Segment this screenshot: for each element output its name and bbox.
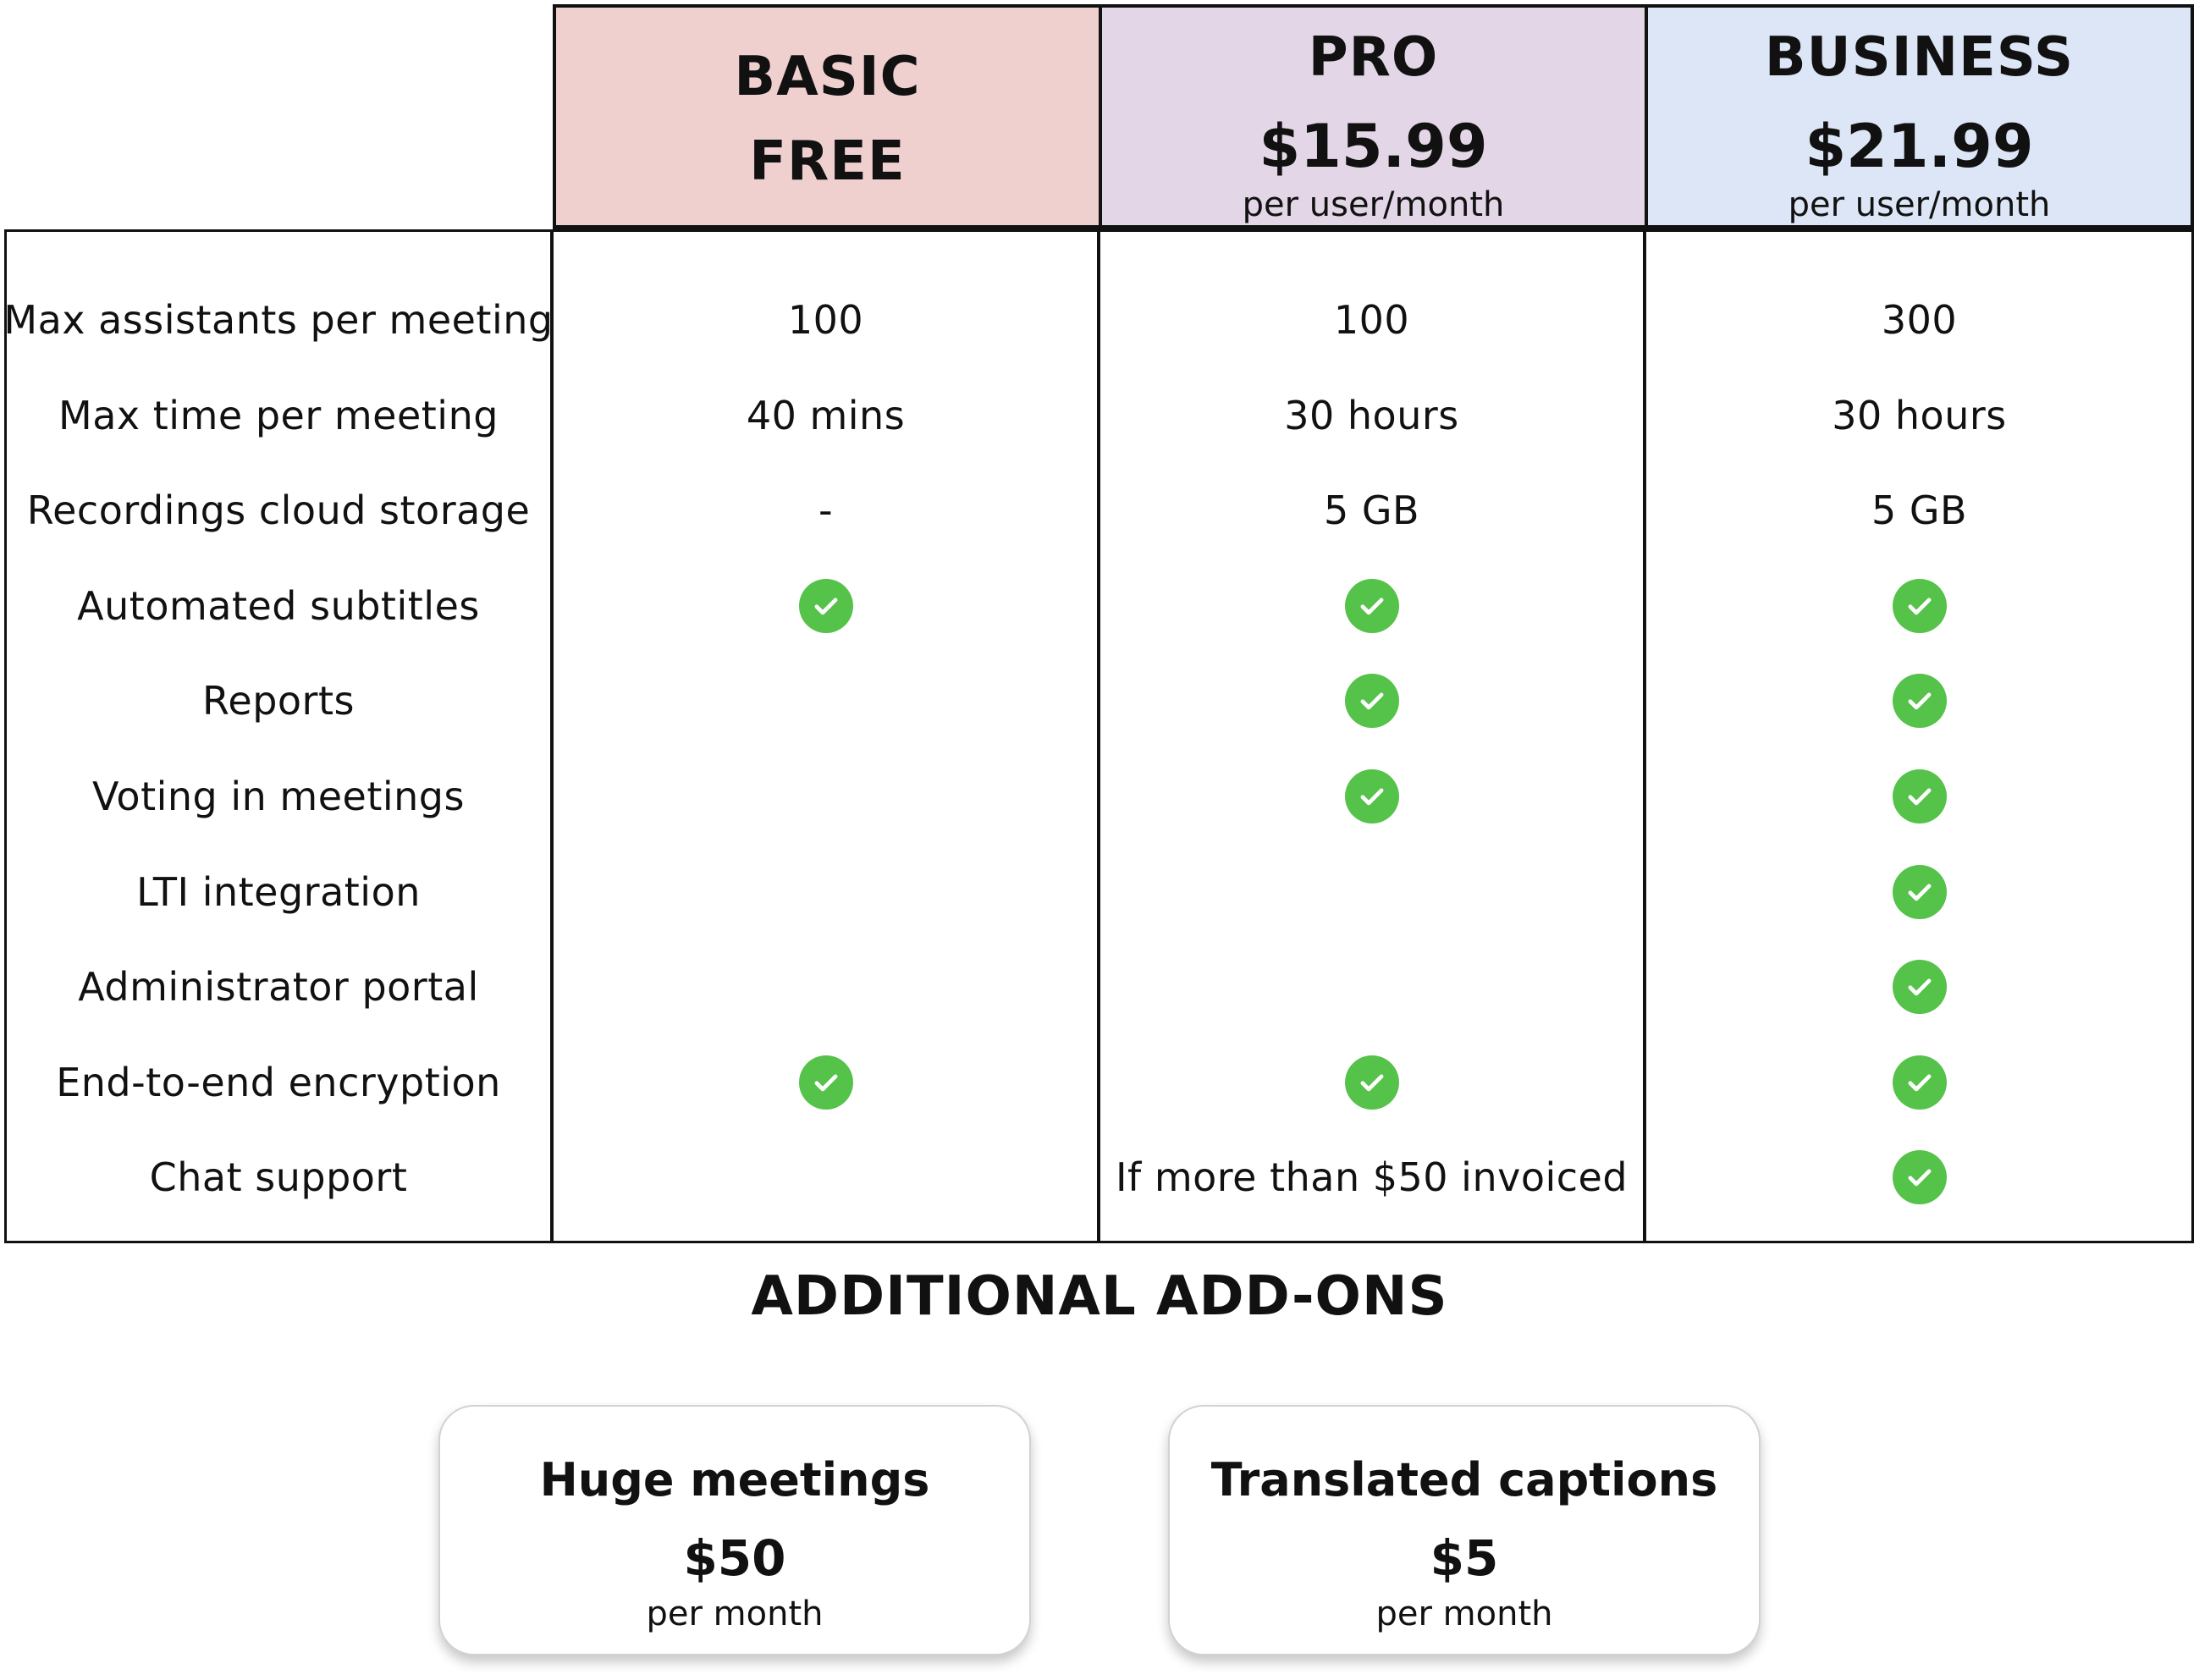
check-icon (1892, 674, 1947, 729)
cell-business: 5 GB (1645, 463, 2194, 558)
plan-price-pro: $15.99 (1259, 112, 1488, 181)
addon-price: $5 (1430, 1529, 1499, 1587)
check-icon (1344, 578, 1399, 633)
cell-pro (1099, 845, 1645, 939)
table-row: Administrator portal (4, 939, 2194, 1034)
cell-value: 5 GB (1323, 487, 1420, 534)
cell-business (1645, 749, 2194, 844)
table-row: Max time per meeting 40 mins 30 hours 30 ho… (4, 368, 2194, 463)
addon-name: Huge meetings (539, 1453, 930, 1506)
cell-pro (1099, 559, 1645, 653)
table-row: LTI integration (4, 845, 2194, 939)
check-icon (1892, 1055, 1947, 1110)
cell-value: 100 (787, 297, 864, 343)
feature-label: Automated subtitles (77, 582, 480, 629)
cell-basic (553, 653, 1099, 748)
cell-pro: 100 (1099, 273, 1645, 367)
check-icon (1892, 769, 1947, 823)
cell-basic: 100 (553, 273, 1099, 367)
plan-period-pro: per user/month (1242, 185, 1505, 224)
plan-name-basic: BASIC (734, 46, 921, 108)
cell-basic (553, 1130, 1099, 1225)
check-icon (798, 1055, 853, 1110)
cell-basic (553, 845, 1099, 939)
cell-basic: 40 mins (553, 368, 1099, 463)
cell-business (1645, 559, 2194, 653)
pricing-table: BASIC FREE PRO $15.99 per user/month BUS… (3, 4, 2194, 1243)
addons-title: ADDITIONAL ADD-ONS (751, 1265, 1448, 1328)
plan-price-business: $21.99 (1805, 112, 2034, 181)
cell-pro: 30 hours (1099, 368, 1645, 463)
check-icon (1344, 769, 1399, 823)
cell-business (1645, 1035, 2194, 1130)
table-row: Automated subtitles (4, 559, 2194, 653)
feature-label: Max time per meeting (58, 392, 499, 438)
cell-business (1645, 1130, 2194, 1225)
check-icon (1892, 960, 1947, 1015)
feature-label: Voting in meetings (92, 774, 465, 819)
cell-value: 300 (1881, 297, 1958, 343)
cell-basic (553, 1035, 1099, 1130)
cell-pro (1099, 939, 1645, 1034)
cell-value: 40 mins (746, 392, 906, 438)
plan-price-basic: FREE (749, 130, 906, 193)
cell-value: 30 hours (1832, 392, 2007, 438)
table-row: Reports (4, 653, 2194, 748)
addon-period: per month (1375, 1595, 1553, 1633)
cell-pro (1099, 1035, 1645, 1130)
table-row: End-to-end encryption (4, 1035, 2194, 1130)
cell-business: 30 hours (1645, 368, 2194, 463)
plan-header-business: BUSINESS $21.99 per user/month (1645, 4, 2194, 229)
cell-pro: If more than $50 invoiced (1099, 1130, 1645, 1225)
feature-label: End-to-end encryption (56, 1059, 501, 1105)
addon-period: per month (646, 1595, 824, 1633)
addon-card-translated-captions: Translated captions $5 per month (1168, 1405, 1761, 1655)
cell-basic (553, 939, 1099, 1034)
check-icon (1344, 1055, 1399, 1110)
plan-period-business: per user/month (1788, 185, 2051, 224)
column-divider (550, 229, 554, 1243)
table-row: Max assistants per meeting 100 100 300 (3, 273, 2194, 367)
cell-basic: - (553, 463, 1099, 558)
cell-business (1645, 939, 2194, 1034)
column-divider (1097, 229, 1100, 1243)
column-divider (1643, 229, 1646, 1243)
cell-basic (553, 559, 1099, 653)
plan-header-basic: BASIC FREE (553, 4, 1102, 229)
table-row: Chat support If more than $50 invoiced (4, 1130, 2194, 1225)
cell-basic (553, 749, 1099, 844)
cell-pro (1099, 653, 1645, 748)
cell-value: 100 (1333, 297, 1410, 343)
cell-value: 5 GB (1871, 487, 1968, 534)
check-icon (1892, 578, 1947, 633)
feature-label: Chat support (149, 1154, 408, 1201)
check-icon (1892, 864, 1947, 919)
cell-value: If more than $50 invoiced (1115, 1154, 1629, 1201)
check-icon (798, 578, 853, 633)
feature-label: Max assistants per meeting (3, 297, 554, 343)
cell-value: - (818, 487, 834, 534)
addon-card-huge-meetings: Huge meetings $50 per month (438, 1405, 1031, 1655)
plan-header-pro: PRO $15.99 per user/month (1099, 4, 1648, 229)
plan-name-pro: PRO (1308, 26, 1439, 89)
plan-name-business: BUSINESS (1764, 26, 2075, 89)
table-row: Recordings cloud storage - 5 GB 5 GB (4, 463, 2194, 558)
feature-label: Reports (202, 678, 355, 724)
feature-label: Recordings cloud storage (26, 487, 531, 534)
cell-business (1645, 653, 2194, 748)
cell-business: 300 (1645, 273, 2194, 367)
addon-price: $50 (683, 1529, 786, 1587)
cell-business (1645, 845, 2194, 939)
cell-value: 30 hours (1284, 392, 1459, 438)
addon-name: Translated captions (1210, 1453, 1718, 1506)
cell-pro: 5 GB (1099, 463, 1645, 558)
check-icon (1892, 1150, 1947, 1205)
cell-pro (1099, 749, 1645, 844)
feature-label: LTI integration (136, 868, 421, 915)
table-row: Voting in meetings (4, 749, 2194, 844)
feature-label: Administrator portal (78, 964, 479, 1011)
check-icon (1344, 674, 1399, 729)
